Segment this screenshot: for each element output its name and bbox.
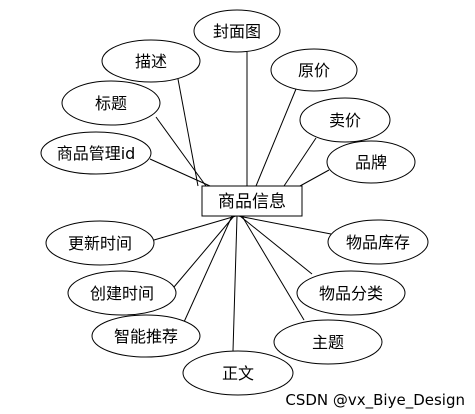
svg-text:品牌: 品牌 [355, 153, 387, 172]
entity-product-info: 商品信息 [201, 185, 303, 217]
watermark: CSDN @vx_Biye_Design [285, 391, 465, 410]
attribute-update-time: 更新时间 [45, 220, 155, 266]
svg-text:正文: 正文 [222, 364, 254, 383]
attribute-category: 物品分类 [296, 270, 406, 316]
svg-text:物品分类: 物品分类 [319, 284, 383, 303]
connector-top-4 [283, 137, 317, 187]
attribute-recommendation: 智能推荐 [91, 314, 201, 358]
svg-text:封面图: 封面图 [213, 22, 261, 41]
connector-bottom-6 [232, 215, 238, 352]
connector-bottom-3 [239, 215, 313, 275]
svg-text:标题: 标题 [95, 94, 127, 113]
svg-text:商品管理id: 商品管理id [57, 144, 136, 163]
connector-top-6 [299, 169, 330, 187]
connector-top-5 [149, 158, 211, 187]
svg-text:商品信息: 商品信息 [218, 192, 286, 212]
connector-top-3 [155, 116, 207, 187]
connector-bottom-1 [237, 215, 332, 235]
attribute-original-price: 原价 [270, 48, 358, 92]
svg-text:物品库存: 物品库存 [346, 233, 410, 252]
attribute-create-time: 创建时间 [67, 270, 177, 316]
connector-top-1 [177, 78, 199, 187]
svg-text:智能推荐: 智能推荐 [114, 327, 178, 346]
connector-top-2 [255, 88, 297, 187]
attribute-description: 描述 [101, 39, 201, 83]
svg-text:创建时间: 创建时间 [90, 284, 154, 303]
attribute-subject: 主题 [273, 319, 383, 365]
attribute-body-text: 正文 [182, 350, 294, 396]
connector-bottom-2 [173, 215, 235, 288]
attribute-sale-price: 卖价 [299, 97, 391, 143]
svg-text:主题: 主题 [312, 333, 344, 352]
svg-text:描述: 描述 [135, 52, 167, 71]
svg-text:卖价: 卖价 [329, 111, 361, 130]
connector-bottom-0 [153, 215, 237, 241]
connector-bottom-4 [183, 215, 233, 323]
connector-lines [149, 52, 332, 352]
attribute-product-id: 商品管理id [40, 131, 152, 175]
attribute-brand: 品牌 [326, 140, 416, 184]
svg-text:原价: 原价 [298, 61, 330, 80]
attribute-title: 标题 [61, 80, 161, 126]
svg-text:更新时间: 更新时间 [68, 234, 132, 253]
attribute-cover-image: 封面图 [193, 9, 281, 53]
attribute-stock: 物品库存 [327, 219, 429, 265]
connector-bottom-5 [241, 215, 305, 321]
